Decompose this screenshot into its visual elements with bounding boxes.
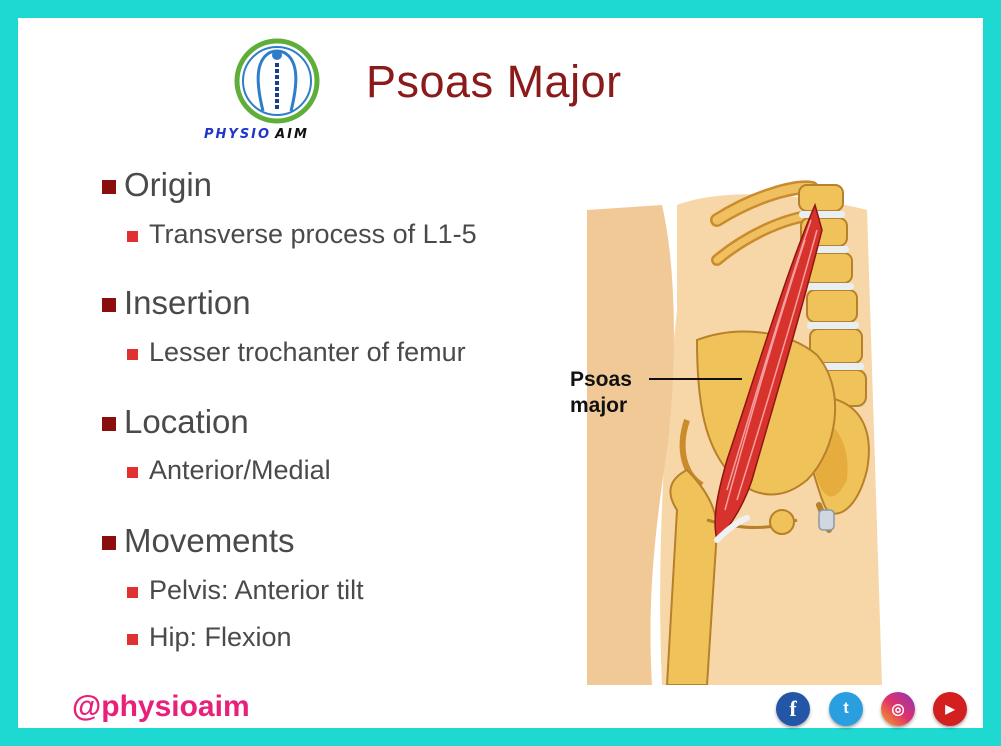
youtube-icon[interactable]: ▶: [933, 692, 967, 726]
insertion-item: Lesser trochanter of femur: [127, 337, 466, 368]
twitter-icon[interactable]: t: [829, 692, 863, 726]
bullet-square-icon: [102, 535, 116, 550]
facebook-icon[interactable]: f: [776, 692, 810, 726]
heading-movements: Movements: [102, 522, 295, 560]
bullet-square-icon: [127, 348, 138, 360]
instagram-icon[interactable]: ◎: [881, 692, 915, 726]
bullet-square-icon: [127, 633, 138, 645]
bullet-square-icon: [102, 297, 116, 312]
movement-item: Hip: Flexion: [127, 622, 292, 653]
bullet-square-icon: [127, 586, 138, 598]
heading-location: Location: [102, 403, 249, 441]
heading-insertion: Insertion: [102, 284, 251, 322]
bullet-square-icon: [102, 179, 116, 194]
footer-handle[interactable]: @physioaim: [72, 690, 250, 723]
physioaim-logo-icon: [234, 38, 320, 124]
heading-origin: Origin: [102, 166, 212, 204]
location-item: Anterior/Medial: [127, 455, 331, 486]
movement-item: Pelvis: Anterior tilt: [127, 575, 364, 606]
bullet-square-icon: [127, 466, 138, 478]
page-title: Psoas Major: [366, 56, 622, 107]
bullet-square-icon: [102, 416, 116, 431]
psoas-anatomy-illustration: Psoas major: [567, 150, 902, 685]
origin-item: Transverse process of L1-5: [127, 219, 477, 250]
bullet-square-icon: [127, 230, 138, 242]
illustration-label-line2: major: [570, 394, 627, 417]
illustration-label-line1: Psoas: [570, 368, 632, 391]
